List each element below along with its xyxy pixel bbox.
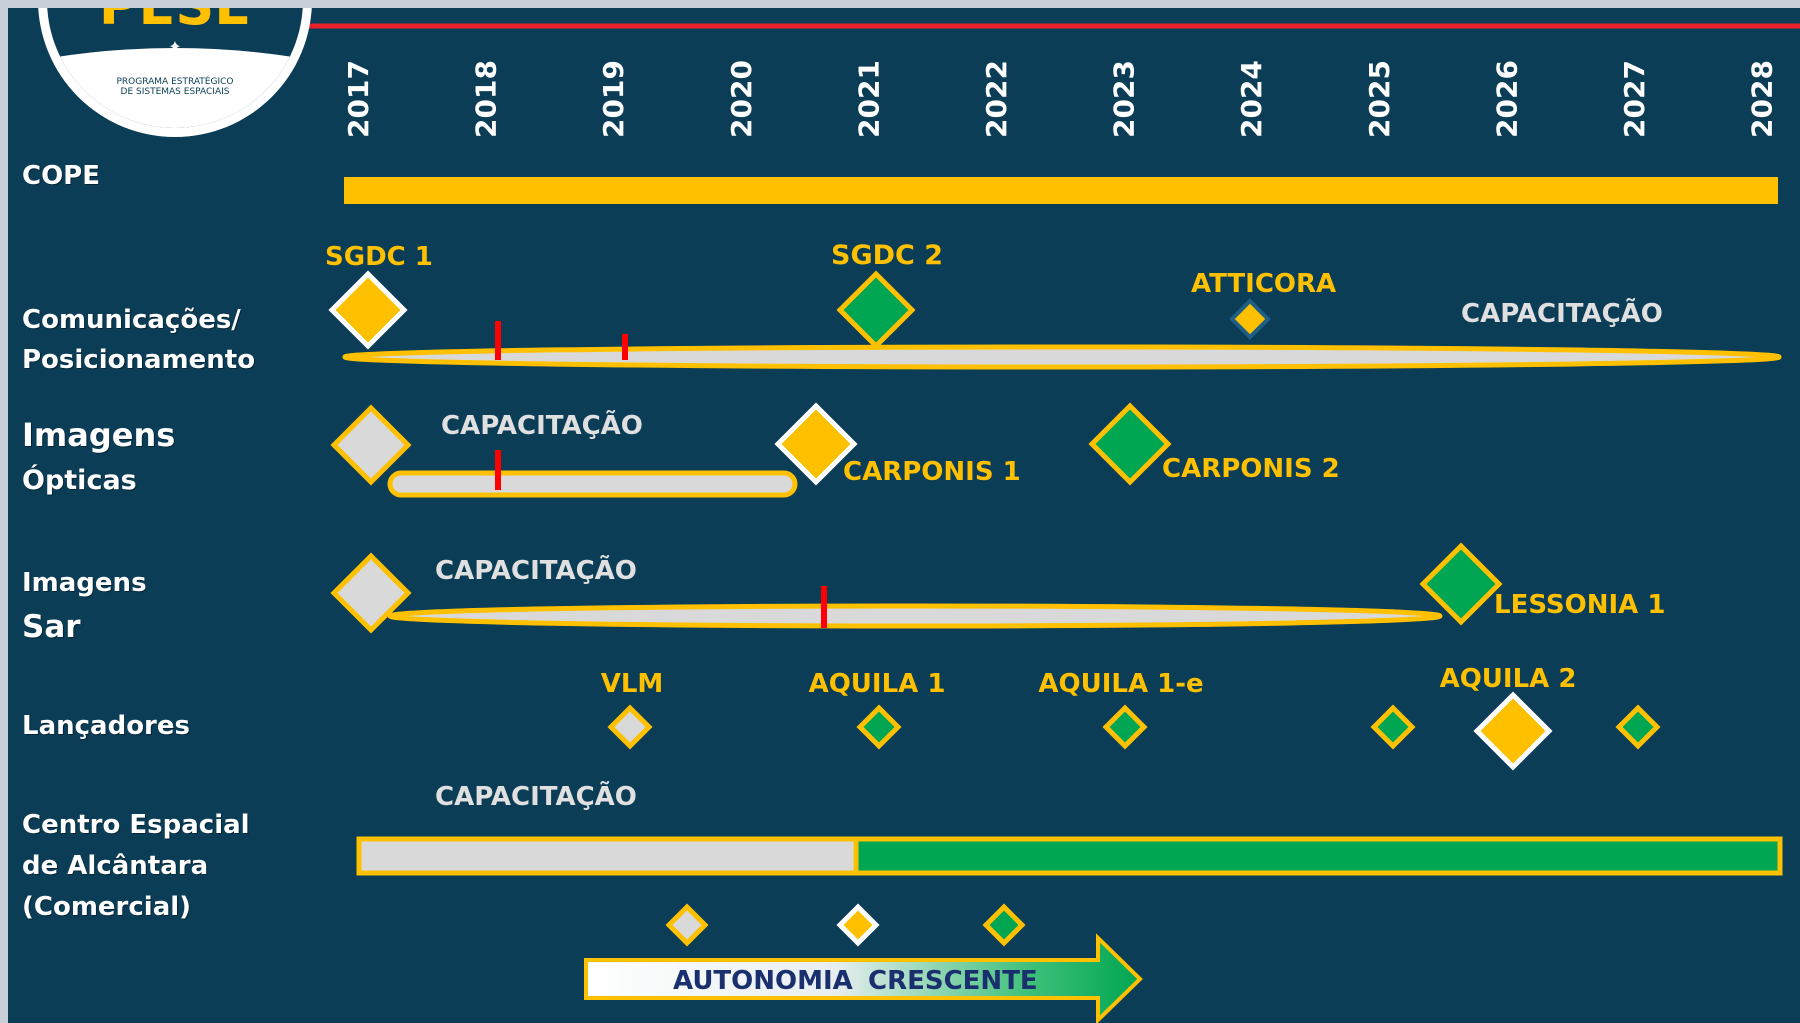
lessonia1-label: LESSONIA 1	[1494, 590, 1665, 620]
aquila2-label: AQUILA 2	[1440, 664, 1577, 694]
vlm-diamond	[607, 704, 653, 750]
row-label-comunicacoes: Comunicações/ Posicionamento	[22, 300, 255, 380]
row-sar-line1: Imagens	[22, 568, 147, 598]
year-label-2018: 2018	[470, 60, 503, 138]
sar-start-diamond	[330, 552, 412, 634]
legend-white-diamond	[836, 903, 880, 947]
legend-grey-diamond	[665, 903, 709, 947]
sgdc1-label: SGDC 1	[325, 242, 433, 272]
capacitacao-sar-bar	[387, 603, 1443, 629]
year-label-2020: 2020	[725, 60, 758, 138]
cea-green-bar	[853, 836, 1783, 876]
carponis2-label: CARPONIS 2	[1162, 454, 1340, 484]
legend-green-diamond	[982, 903, 1026, 947]
capacitacao-sar-label: CAPACITAÇÃO	[435, 554, 637, 586]
year-label-2017: 2017	[342, 60, 375, 138]
capacitacao-cea-label: CAPACITAÇÃO	[435, 780, 637, 812]
autonomia-arrow	[584, 933, 1143, 1023]
aquila1-diamond	[856, 704, 902, 750]
year-label-2026: 2026	[1490, 60, 1523, 138]
row-lancadores-text: Lançadores	[22, 711, 190, 741]
capacitacao-opt-label: CAPACITAÇÃO	[441, 409, 643, 441]
carponis1-diamond	[774, 402, 858, 486]
year-label-2023: 2023	[1108, 60, 1141, 138]
cope-bar	[342, 175, 1780, 206]
year-label-2024: 2024	[1235, 60, 1268, 138]
lessonia1-diamond	[1419, 542, 1503, 626]
logo-subtitle-line1: PROGRAMA ESTRATÉGICO	[117, 75, 234, 87]
arrow-word2: CRESCENTE	[868, 966, 1038, 996]
cea-grey-bar	[356, 836, 859, 876]
roadmap-diagram: PESE ✦ PROGRAMA ESTRATÉGICO DE SISTEMAS …	[38, 8, 1800, 1023]
row-sar-line2: Sar	[22, 609, 81, 645]
capacitacao-com-bar	[342, 344, 1782, 370]
sgdc2-diamond	[836, 270, 916, 350]
row-opt-line1: Imagens	[22, 416, 176, 454]
vlm-label: VLM	[601, 669, 664, 699]
row-label-lancadores: Lançadores	[22, 710, 190, 743]
atticora-label: ATTICORA	[1191, 269, 1336, 299]
year-axis: 2017 2018 2019 2020 2021 2022 2023 2024 2025 2026…	[342, 60, 1779, 138]
row-label-imagens-opticas: Imagens Ópticas	[22, 412, 175, 504]
carponis1-label: CARPONIS 1	[843, 457, 1021, 487]
row-cea-line3: (Comercial)	[22, 892, 192, 922]
carponis2-diamond	[1088, 402, 1172, 486]
row-opt-line2: Ópticas	[22, 465, 137, 496]
launcher-2027-diamond	[1615, 704, 1661, 750]
arrow-word1: AUTONOMIA	[673, 966, 853, 996]
sgdc2-label: SGDC 2	[831, 240, 943, 271]
year-label-2022: 2022	[980, 60, 1013, 138]
row-com-line2: Posicionamento	[22, 345, 256, 375]
capacitacao-com-label: CAPACITAÇÃO	[1461, 297, 1663, 329]
row-label-centro-espacial: Centro Espacial de Alcântara (Comercial)	[22, 805, 250, 928]
year-label-2027: 2027	[1618, 60, 1651, 138]
row-label-imagens-sar: Imagens Sar	[22, 561, 147, 649]
row-cea-line1: Centro Espacial	[22, 810, 250, 840]
year-label-2021: 2021	[852, 60, 885, 138]
row-cea-line2: de Alcântara	[22, 851, 209, 881]
logo-acronym: PESE	[99, 8, 251, 37]
row-label-cope: COPE	[22, 160, 100, 193]
year-label-2019: 2019	[597, 60, 630, 138]
year-label-2025: 2025	[1363, 60, 1396, 138]
row-com-line1: Comunicações/	[22, 305, 241, 335]
capacitacao-opt-bar	[387, 470, 798, 498]
year-label-2028: 2028	[1746, 60, 1779, 138]
roadmap-stage: PESE ✦ PROGRAMA ESTRATÉGICO DE SISTEMAS …	[8, 8, 1800, 1023]
sgdc1-diamond	[328, 270, 408, 350]
logo-star-icon: ✦	[168, 37, 181, 56]
aquila1-label: AQUILA 1	[809, 669, 946, 699]
launcher-2025-diamond	[1370, 704, 1416, 750]
aquila2-diamond	[1473, 691, 1553, 771]
row-cope-text: COPE	[22, 161, 100, 191]
aquila1e-diamond	[1102, 704, 1148, 750]
aquila1e-label: AQUILA 1-e	[1038, 669, 1203, 699]
logo-subtitle-line2: DE SISTEMAS ESPACIAIS	[121, 87, 230, 97]
atticora-diamond	[1229, 298, 1271, 340]
opt-start-diamond	[330, 404, 412, 486]
pese-logo: PESE ✦ PROGRAMA ESTRATÉGICO DE SISTEMAS …	[38, 8, 312, 137]
